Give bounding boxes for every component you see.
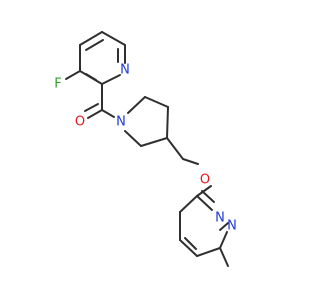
bond bbox=[219, 247, 229, 267]
bond bbox=[184, 237, 197, 250]
bond bbox=[196, 195, 213, 211]
bond bbox=[196, 185, 212, 197]
bond bbox=[85, 73, 97, 81]
bond bbox=[101, 31, 126, 46]
molecule-diagram: F N O N O N N bbox=[54, 31, 237, 267]
bond bbox=[101, 109, 115, 118]
bond bbox=[101, 74, 121, 85]
atom-oxygen-ether: O bbox=[200, 173, 210, 188]
structure-canvas: F N O N O N N bbox=[54, 31, 237, 267]
bond bbox=[79, 31, 103, 46]
bond bbox=[124, 130, 142, 147]
bond bbox=[201, 190, 215, 203]
bond bbox=[65, 70, 81, 80]
pyrrolidine-ring bbox=[124, 96, 169, 147]
atom-oxygen-carbonyl: O bbox=[75, 115, 85, 130]
bond bbox=[85, 39, 104, 51]
bond bbox=[179, 195, 198, 213]
bond bbox=[179, 239, 198, 257]
bond bbox=[196, 247, 221, 257]
bond bbox=[182, 158, 199, 165]
bond bbox=[166, 137, 184, 160]
bond bbox=[140, 137, 168, 147]
atom-nitrogen-pyrrolidine: N bbox=[116, 115, 126, 130]
bond bbox=[166, 106, 169, 139]
bond bbox=[219, 231, 228, 249]
bond bbox=[84, 103, 99, 112]
bond bbox=[144, 96, 169, 108]
bond bbox=[219, 222, 229, 231]
atom-fluorine: F bbox=[54, 77, 61, 92]
atom-nitrogen-pyridazine-1: N bbox=[215, 211, 225, 226]
atom-nitrogen-pyridazine-2: N bbox=[227, 219, 237, 234]
bond bbox=[127, 96, 146, 114]
pyridazine-ring bbox=[179, 190, 229, 257]
pyridine-ring bbox=[79, 31, 126, 85]
atom-nitrogen-pyridine: N bbox=[120, 63, 130, 78]
bond bbox=[87, 109, 103, 119]
